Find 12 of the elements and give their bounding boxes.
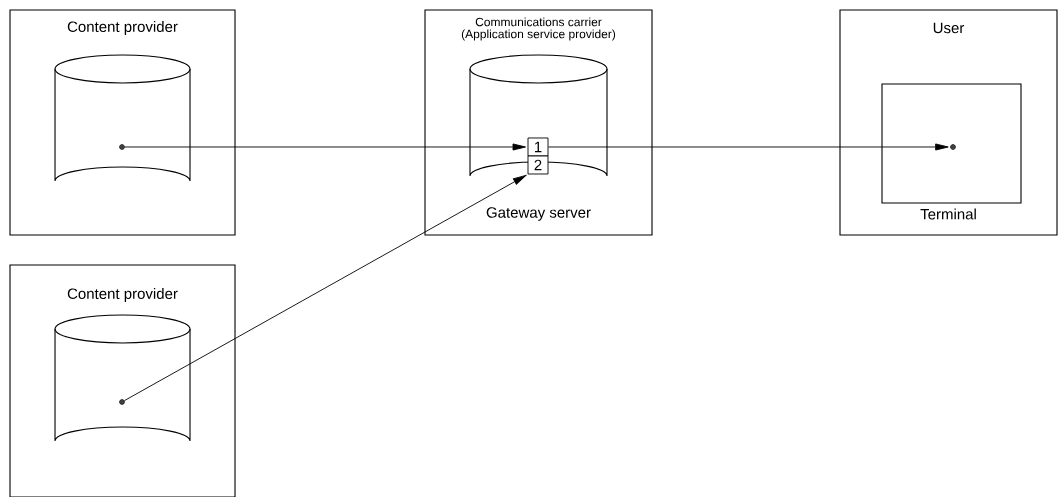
group-box: Content provider [9,9,236,236]
arrow [124,143,527,151]
database-cylinder [54,54,191,182]
number-box: 1 [527,137,549,157]
number-box: 2 [527,155,549,175]
database-cylinder [54,314,191,442]
arrow [548,143,949,151]
group-box: Content provider [9,264,236,497]
database-cylinder [469,54,608,177]
group-box: User Terminal [839,9,1058,236]
terminal-box [881,83,1022,204]
arrow [124,174,527,402]
